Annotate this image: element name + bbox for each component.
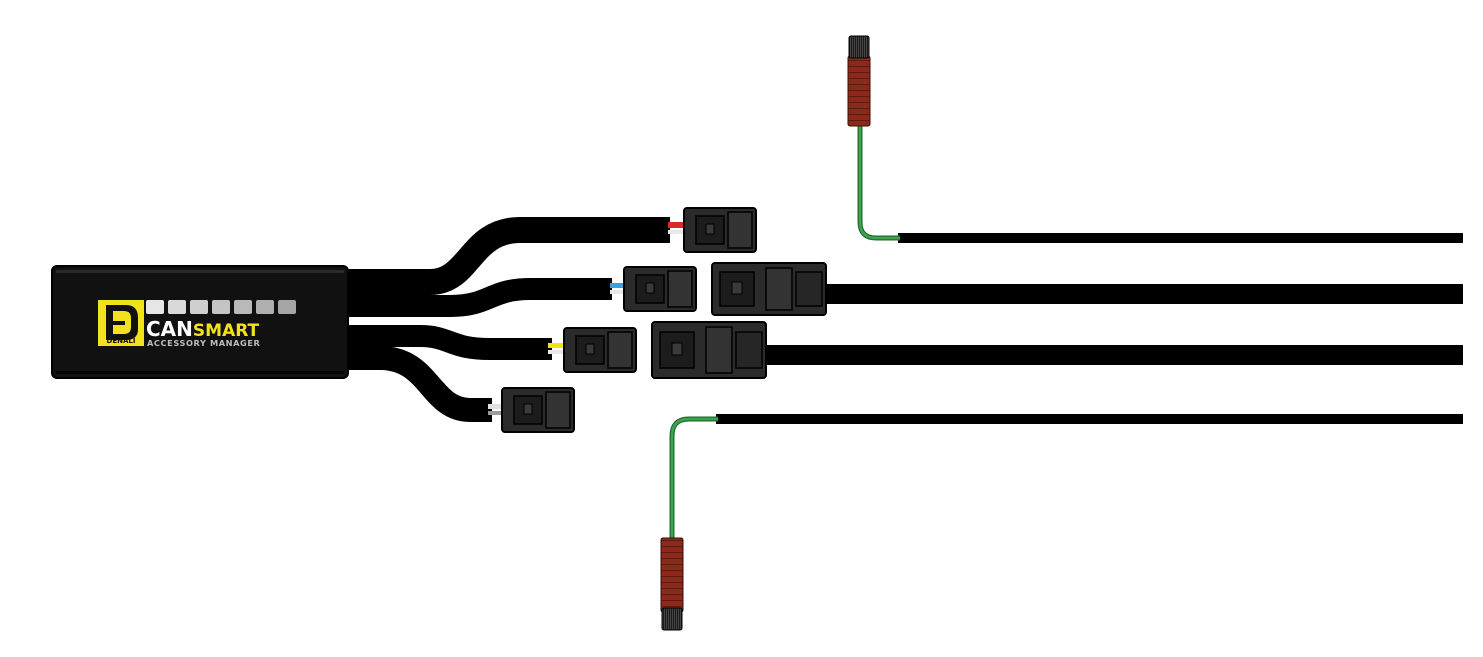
fuse-lead-top xyxy=(847,35,900,241)
connector-lower-middle-right xyxy=(651,321,767,379)
yellow-wire-stub xyxy=(548,343,566,348)
led-5 xyxy=(234,300,252,314)
connector-bottom xyxy=(501,387,575,433)
white-wire-stub-top xyxy=(668,230,686,234)
led-4 xyxy=(212,300,230,314)
denali-logo-text: DENALI xyxy=(107,337,136,345)
gray-wire-stub-bottom xyxy=(488,411,506,415)
product-name: CANSMART xyxy=(146,317,260,341)
led-indicators xyxy=(146,300,296,314)
fuse-lead-bottom xyxy=(660,416,718,631)
fuse-holder-top xyxy=(847,55,871,127)
output-wires xyxy=(716,233,1463,424)
product-name-can: CAN xyxy=(146,317,193,341)
fuse-cap-top xyxy=(848,35,870,59)
led-2 xyxy=(168,300,186,314)
led-1 xyxy=(146,300,164,314)
denali-logo: DENALI xyxy=(98,300,144,346)
white-wire-stub-lower xyxy=(548,350,566,354)
wire-upper-middle-right xyxy=(826,284,1463,304)
wire-bottom-right xyxy=(716,414,1463,424)
product-name-smart: SMART xyxy=(193,321,260,341)
connector-top xyxy=(683,207,757,253)
wire-top-right xyxy=(898,233,1463,243)
wire-color-stubs xyxy=(488,222,686,415)
wire-lower-middle-right xyxy=(766,345,1463,365)
connector-upper-middle-right xyxy=(711,262,827,316)
blue-wire-stub xyxy=(610,283,626,288)
led-7 xyxy=(278,300,296,314)
white-wire-stub-upper xyxy=(610,290,626,294)
fuse-cap-bottom xyxy=(661,607,683,631)
connector-upper-middle-left xyxy=(623,266,697,312)
connector-lower-middle-left xyxy=(563,327,637,373)
led-6 xyxy=(256,300,274,314)
white-wire-stub-bottom xyxy=(488,404,506,409)
led-3 xyxy=(190,300,208,314)
module-housing xyxy=(51,265,349,379)
cansmart-module: DENALI CANSMART ACCESSORY MANAGER xyxy=(51,265,349,379)
fuse-holder-bottom xyxy=(660,537,684,613)
harness-branches xyxy=(345,217,670,422)
product-subtitle: ACCESSORY MANAGER xyxy=(147,338,261,348)
red-wire-stub xyxy=(668,222,686,228)
